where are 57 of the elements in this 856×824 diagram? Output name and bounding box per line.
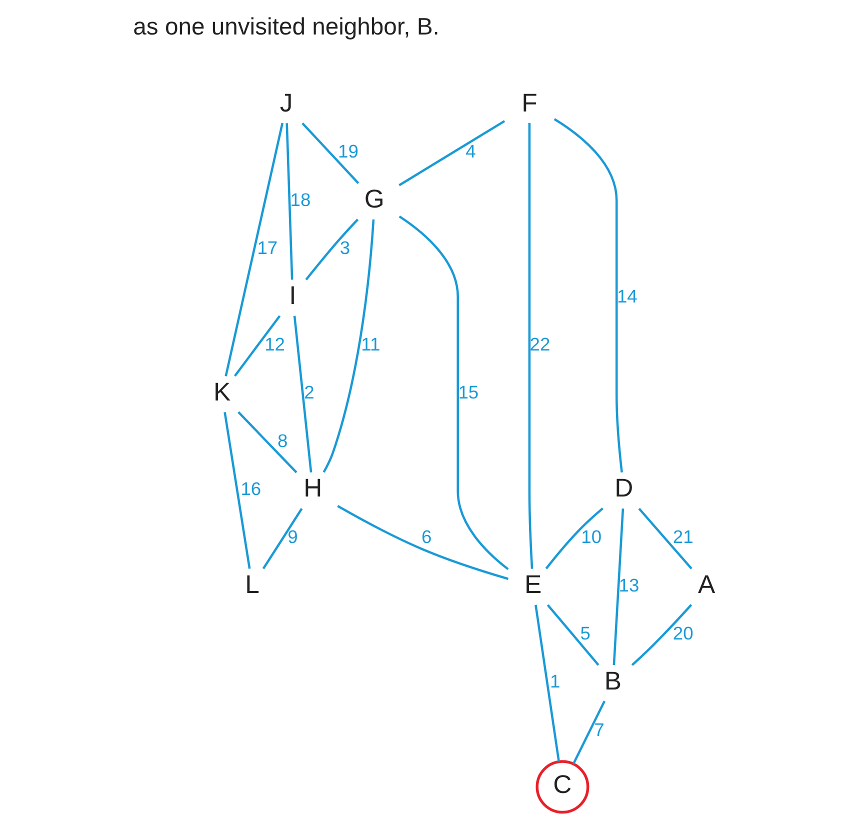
edge-label: 6 [421,526,432,548]
edge-label: 22 [529,333,550,354]
edge-label: 16 [240,478,261,499]
connector [304,218,358,280]
edge-label: 19 [338,140,358,162]
edge-label: 2 [304,382,314,403]
edge-label: 4 [465,140,476,162]
edge-label: 12 [264,333,284,354]
edge-label: 9 [287,526,298,548]
connector [534,604,560,762]
edge-label: 1 [550,670,560,692]
node-text: D [614,474,633,503]
connector [224,122,284,376]
connector [544,508,603,570]
node-text: L [244,571,259,600]
connector [528,122,533,569]
connector [336,504,508,580]
edge-label: 5 [580,622,590,644]
node-text: I [288,282,296,310]
connector [638,508,692,570]
edge-label: 7 [594,718,604,740]
node-text: H [303,474,322,503]
edge-label: 15 [458,382,478,403]
edge-label: 21 [672,526,693,548]
label: as one unvisited neighbor, B. [132,14,439,41]
connector [223,412,250,569]
connector [553,118,622,473]
connector [301,122,359,184]
connector [292,316,312,472]
node-text: B [604,667,622,696]
connector [322,219,374,473]
edge-label: 18 [290,188,310,210]
node-text: J [279,89,292,118]
connector [546,604,599,666]
connector [237,411,297,474]
node-text: E [524,571,542,600]
edge-label: 17 [256,237,278,258]
edge-label: 14 [616,285,637,306]
edge-label: 11 [360,333,380,354]
connector [262,508,302,570]
edge-label: 3 [339,237,350,258]
edge-label: 10 [580,526,602,548]
edge-label: 8 [276,430,288,451]
edge-label: 13 [618,574,639,596]
node-circle: C [535,760,589,814]
connector [612,508,624,666]
connector [572,700,606,764]
node-text: G [364,186,384,214]
connector [233,315,280,377]
connector [630,604,692,666]
node-text: F [521,89,537,118]
connector [398,120,505,186]
edge-label: 20 [672,622,693,644]
node-text: K [212,378,230,406]
node-text: A [697,571,715,600]
connector [398,216,508,570]
connector [285,123,293,280]
